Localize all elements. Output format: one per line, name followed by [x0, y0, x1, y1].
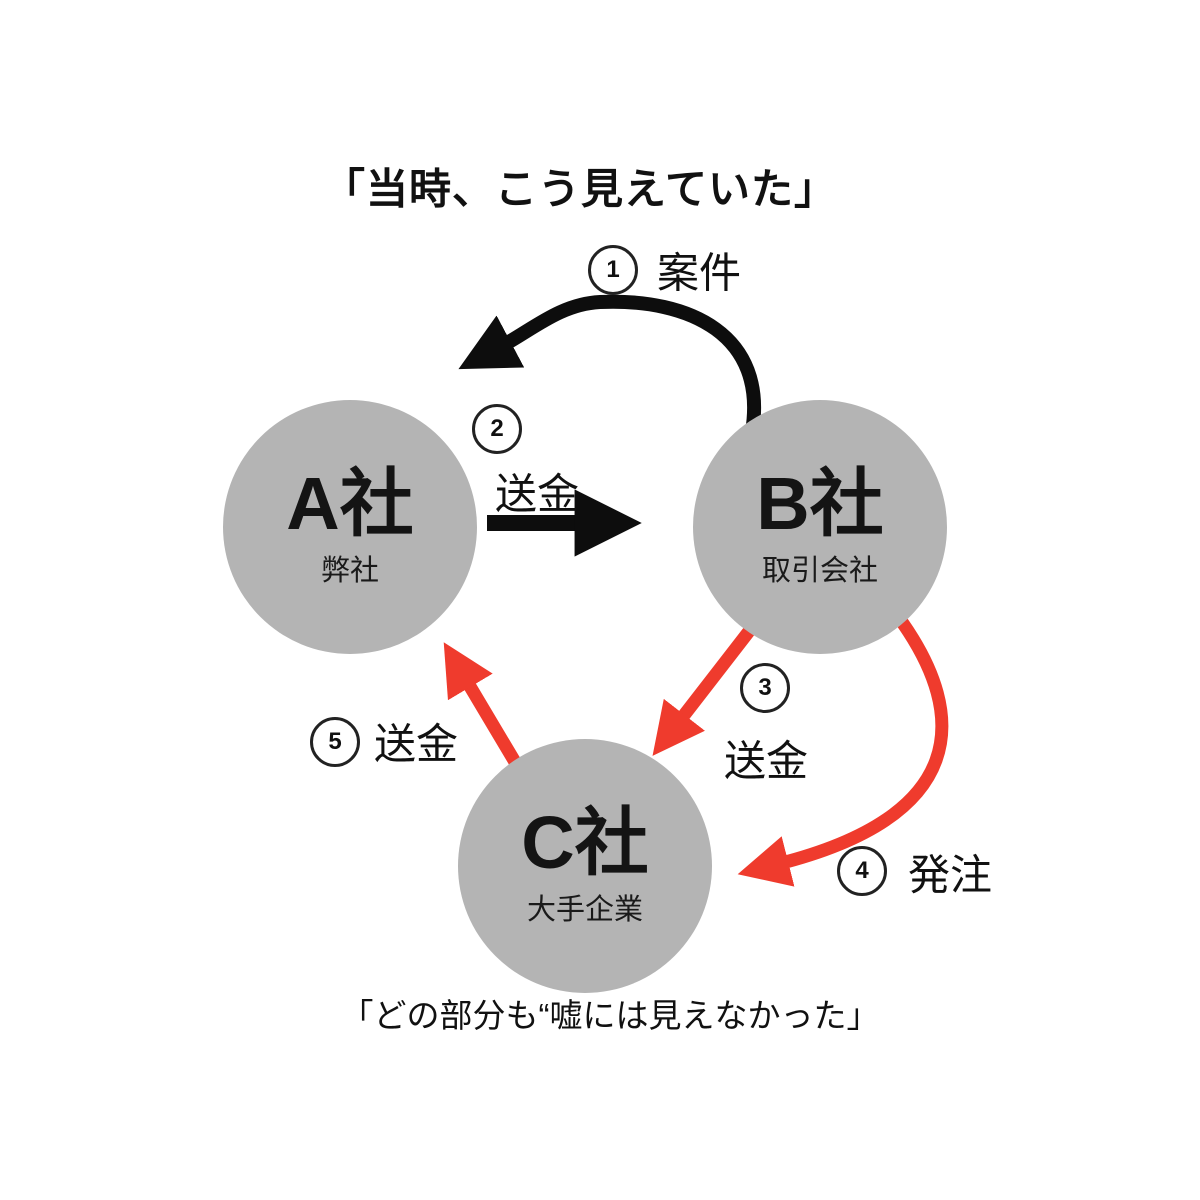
diagram-caption: 「どの部分も“嘘には見えなかった」 — [340, 997, 880, 1034]
node-company-c: C社 大手企業 — [458, 739, 712, 993]
diagram-title: 「当時、こう見えていた」 — [323, 165, 837, 213]
step-2-badge: 2 — [472, 404, 522, 454]
node-c-label: C社 — [521, 801, 649, 885]
arrow-step1-case-icon — [458, 294, 761, 439]
step-4-label: 発注 — [907, 851, 993, 899]
step-4-badge: 4 — [837, 846, 887, 896]
node-company-a: A社 弊社 — [223, 400, 477, 654]
arrow-step3-remit-icon — [652, 623, 757, 756]
step-3-badge: 3 — [740, 663, 790, 713]
step-1-badge: 1 — [588, 245, 638, 295]
step-5-label: 送金 — [373, 720, 459, 768]
node-a-label: A社 — [286, 462, 414, 546]
node-c-sublabel: 大手企業 — [526, 893, 643, 926]
node-b-sublabel: 取引会社 — [761, 554, 878, 587]
step-5-badge: 5 — [310, 717, 360, 767]
arrow-step5-remit-icon — [443, 642, 522, 769]
step-2-label: 送金 — [494, 470, 580, 518]
step-3-label: 送金 — [723, 737, 809, 785]
node-company-b: B社 取引会社 — [693, 400, 947, 654]
node-a-sublabel: 弊社 — [320, 554, 379, 587]
step-1-label: 案件 — [656, 249, 742, 297]
node-b-label: B社 — [756, 462, 884, 546]
